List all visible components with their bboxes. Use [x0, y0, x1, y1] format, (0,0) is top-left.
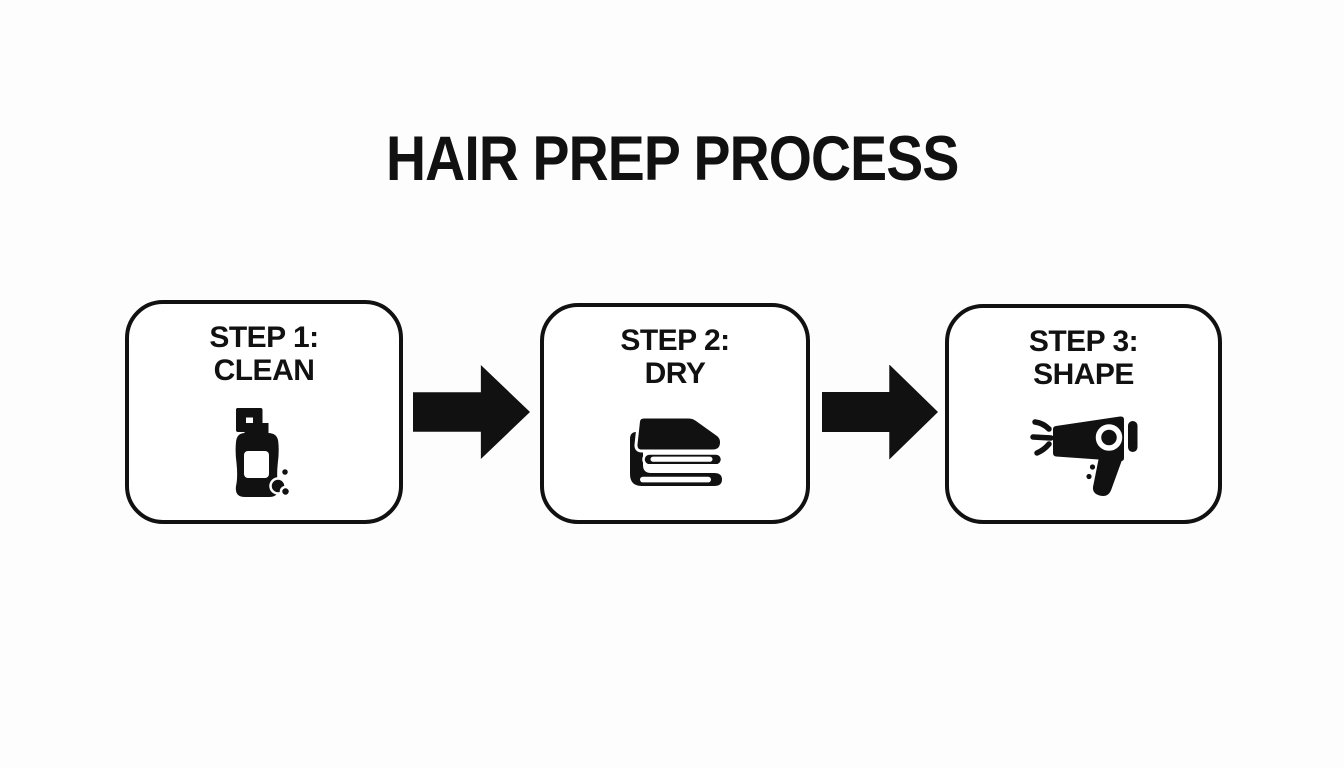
step-label: STEP 3: — [1028, 325, 1139, 358]
page-title: HAIR PREP PROCESS — [0, 128, 1344, 191]
shampoo-pump-bottle-icon — [235, 408, 292, 498]
folded-towel-icon — [629, 415, 723, 486]
step-box-shape: STEP 3: SHAPE — [945, 304, 1222, 524]
flow-arrow-icon — [822, 364, 938, 460]
page-title-text: HAIR PREP PROCESS — [385, 124, 959, 195]
step-heading: STEP 1: CLEAN — [209, 321, 319, 387]
process-flow: STEP 1: CLEAN — [125, 300, 1222, 524]
step-label: STEP 2: — [620, 324, 730, 357]
step-box-dry: STEP 2: DRY — [540, 303, 810, 524]
step-name: DRY — [644, 357, 706, 390]
step-name: CLEAN — [213, 354, 315, 387]
step-name: SHAPE — [1033, 358, 1134, 391]
flow-arrow-icon — [413, 365, 530, 459]
step-heading: STEP 3: SHAPE — [1028, 325, 1139, 391]
hair-dryer-icon — [1029, 416, 1137, 497]
step-heading: STEP 2: DRY — [620, 324, 730, 390]
step-label: STEP 1: — [209, 321, 319, 354]
step-box-clean: STEP 1: CLEAN — [125, 300, 403, 524]
